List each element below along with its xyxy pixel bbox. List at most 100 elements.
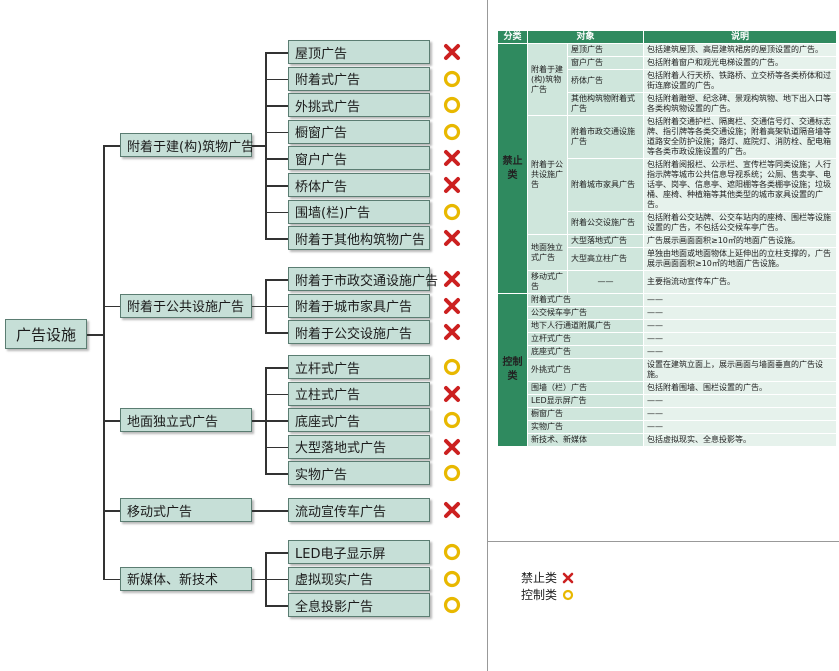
connector-line xyxy=(265,131,288,134)
table-row: 实物广告—— xyxy=(498,420,837,434)
description-cell: 包括附着人行天桥、铁路桥、立交桥等各类桥体和过街连廊设置的广告。 xyxy=(643,69,837,93)
object-cell: 实物广告 xyxy=(526,420,645,434)
connector-line xyxy=(265,305,288,308)
cross-icon xyxy=(562,572,574,583)
root-node: 广告设施 xyxy=(5,319,87,349)
connector-line xyxy=(265,52,267,239)
cross-icon xyxy=(444,438,460,455)
connector-line xyxy=(265,158,288,160)
item-node: 窗户广告 xyxy=(288,146,430,171)
table-row: 公交候车亭广告—— xyxy=(498,306,837,320)
item-node: 附着于公交设施广告 xyxy=(288,320,430,345)
object-cell: LED显示屏广告 xyxy=(526,394,645,408)
table-row: 地下人行通道附属广告—— xyxy=(498,319,837,333)
object-cell: 附着式广告 xyxy=(526,293,645,307)
item-node: 附着式广告 xyxy=(288,66,430,91)
connector-line xyxy=(103,305,120,308)
item-node: 大型落地式广告 xyxy=(288,434,430,459)
cross-icon xyxy=(444,150,460,167)
object-cell: 大型落地式广告 xyxy=(566,234,645,248)
item-node: 屋顶广告 xyxy=(288,40,430,64)
connector-line xyxy=(265,552,288,554)
description-cell: —— xyxy=(643,319,837,333)
connector-line xyxy=(252,420,265,422)
item-node: 外挑式广告 xyxy=(288,93,430,118)
connector-line xyxy=(252,145,265,147)
table-row: 外挑式广告设置在建筑立面上，展示画面与墙面垂直的广告设施。 xyxy=(498,358,837,382)
header-description: 说明 xyxy=(643,30,837,44)
cross-icon xyxy=(444,324,460,341)
circle-icon xyxy=(443,412,461,429)
item-node: 附着于城市家具广告 xyxy=(288,293,430,318)
table-row: 禁止类附着于建(构)筑物广告屋顶广告包括建筑屋顶、高层建筑裙房的屋顶设置的广告。 xyxy=(497,43,837,294)
connector-line xyxy=(265,446,288,449)
circle-icon xyxy=(443,123,461,140)
connector-line xyxy=(265,332,288,334)
item-node: 桥体广告 xyxy=(288,173,430,197)
table-row: 其他构筑物附着式广告包括附着雕塑、纪念碑、景观构筑物、地下出入口等各类构筑物设置… xyxy=(498,92,837,116)
item-node: 底座式广告 xyxy=(288,408,430,433)
header-category: 分类 xyxy=(497,30,528,44)
object-cell: 立杆式广告 xyxy=(526,332,645,346)
table-header-row: 分类 对象 说明 xyxy=(497,30,837,44)
connector-line xyxy=(103,510,120,512)
legend-forbidden: 禁止类 xyxy=(521,569,574,586)
table-row: 窗户广告包括附着窗户和观光电梯设置的广告。 xyxy=(498,56,837,70)
subcategory-cell: 附着于公共设施广告 xyxy=(527,115,568,235)
connector-line xyxy=(265,473,288,475)
object-cell: 围墙（栏）广告 xyxy=(526,381,645,395)
table-row: 新技术、新媒体包括虚拟现实、全息投影等。 xyxy=(498,433,837,447)
connector-line xyxy=(265,420,288,422)
circle-icon xyxy=(443,465,461,482)
description-cell: —— xyxy=(643,293,837,307)
description-cell: 包括附着公交站牌、公交车站内的座椅、围栏等设施设置的广告，不包括公交候车亭广告。 xyxy=(643,211,837,235)
legend-forbidden-label: 禁止类 xyxy=(521,571,558,585)
description-cell: —— xyxy=(643,394,837,408)
description-cell: 包括附着围墙、围栏设置的广告。 xyxy=(643,381,837,395)
description-cell: 包括附着窗户和观光电梯设置的广告。 xyxy=(643,56,837,70)
item-node: 流动宣传车广告 xyxy=(288,498,430,522)
description-cell: —— xyxy=(643,345,837,359)
object-cell: 外挑式广告 xyxy=(526,358,645,382)
object-cell: 窗户广告 xyxy=(566,56,645,70)
group-node: 新媒体、新技术 xyxy=(120,566,252,591)
circle-icon xyxy=(562,589,574,600)
object-cell: 附着公交设施广告 xyxy=(566,211,645,235)
cross-icon xyxy=(444,230,460,247)
item-node: 围墙(栏)广告 xyxy=(288,199,430,224)
object-cell: —— xyxy=(566,270,645,294)
item-node: 附着于市政交通设施广告 xyxy=(288,267,438,291)
description-cell: 包括虚拟现实、全息投影等。 xyxy=(643,433,837,447)
object-cell: 橱窗广告 xyxy=(526,407,645,421)
circle-icon xyxy=(443,203,461,220)
connector-line xyxy=(265,105,288,107)
header-object: 对象 xyxy=(526,30,645,44)
connector-line xyxy=(265,78,288,81)
cross-icon xyxy=(444,44,460,60)
item-node: LED电子显示屏 xyxy=(288,540,430,564)
circle-icon xyxy=(443,358,461,376)
table-row: 底座式广告—— xyxy=(498,345,837,359)
table-row: 立杆式广告—— xyxy=(498,332,837,346)
object-cell: 公交候车亭广告 xyxy=(526,306,645,320)
table-row: 附着公交设施广告包括附着公交站牌、公交车站内的座椅、围栏等设施设置的广告，不包括… xyxy=(498,211,837,235)
connector-line xyxy=(265,279,288,281)
table-row: 橱窗广告—— xyxy=(498,407,837,421)
cross-icon xyxy=(444,177,460,193)
description-cell: —— xyxy=(643,306,837,320)
circle-icon xyxy=(443,597,461,614)
item-node: 立柱式广告 xyxy=(288,381,430,406)
cross-icon xyxy=(444,271,460,287)
object-cell: 其他构筑物附着式广告 xyxy=(566,92,645,116)
group-node: 附着于公共设施广告 xyxy=(120,293,252,318)
connector-line xyxy=(265,578,288,581)
object-cell: 大型高立柱广告 xyxy=(566,247,645,271)
connector-line xyxy=(265,367,288,369)
connector-line xyxy=(265,185,288,187)
item-node: 立杆式广告 xyxy=(288,355,430,379)
description-cell: 包括附着雕塑、纪念碑、景观构筑物、地下出入口等各类构筑物设置的广告。 xyxy=(643,92,837,116)
object-cell: 新技术、新媒体 xyxy=(526,433,645,447)
legend-controlled: 控制类 xyxy=(521,586,574,603)
trunk-line xyxy=(103,145,105,579)
table-row: 移动式广告——主要指流动宣传车广告。 xyxy=(498,270,837,294)
